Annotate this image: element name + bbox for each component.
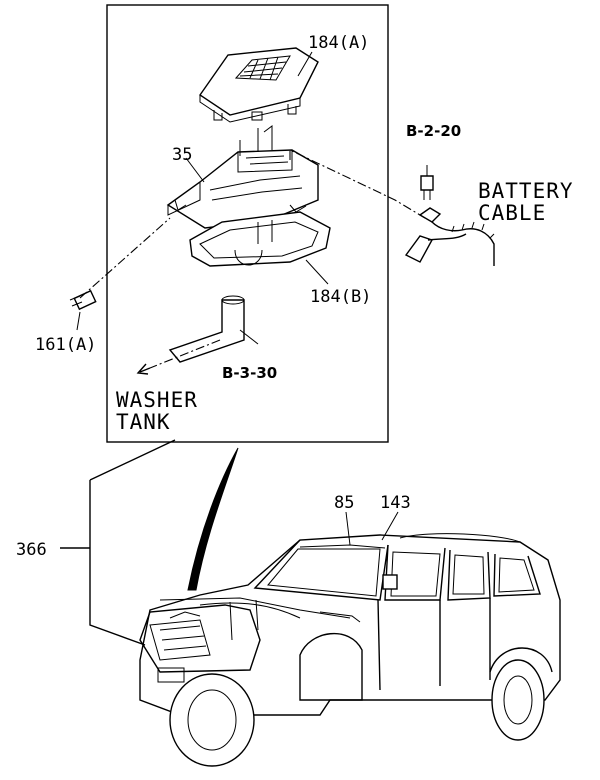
callout-184b: 184(B) xyxy=(310,287,371,307)
callout-85: 85 xyxy=(334,493,354,513)
bolt-b-2-20 xyxy=(420,175,434,200)
vehicle-illustration xyxy=(139,533,561,767)
fuse-box-cover xyxy=(199,47,319,123)
washer-tank-label-line2: TANK xyxy=(116,410,171,434)
fuse-box xyxy=(166,111,319,229)
battery-cable-label-line2: CABLE xyxy=(478,201,546,225)
heavy-leader xyxy=(187,447,239,591)
callout-184a: 184(A) xyxy=(308,33,369,53)
washer-tank-label-line1: WASHER xyxy=(116,388,198,412)
callout-161a: 161(A) xyxy=(35,335,96,355)
washer-hose xyxy=(168,295,245,363)
callout-143: 143 xyxy=(380,493,411,513)
callout-35: 35 xyxy=(172,145,192,165)
battery-cable xyxy=(404,207,495,266)
fuse-box-lower-case xyxy=(189,211,331,267)
callout-366: 366 xyxy=(16,540,47,560)
detail-frame xyxy=(106,4,389,443)
ref-b-3-30: B-3-30 xyxy=(222,364,277,382)
bolt-161a xyxy=(69,289,97,311)
ref-b-2-20: B-2-20 xyxy=(406,122,461,140)
battery-cable-label-line1: BATTERY xyxy=(478,179,574,203)
